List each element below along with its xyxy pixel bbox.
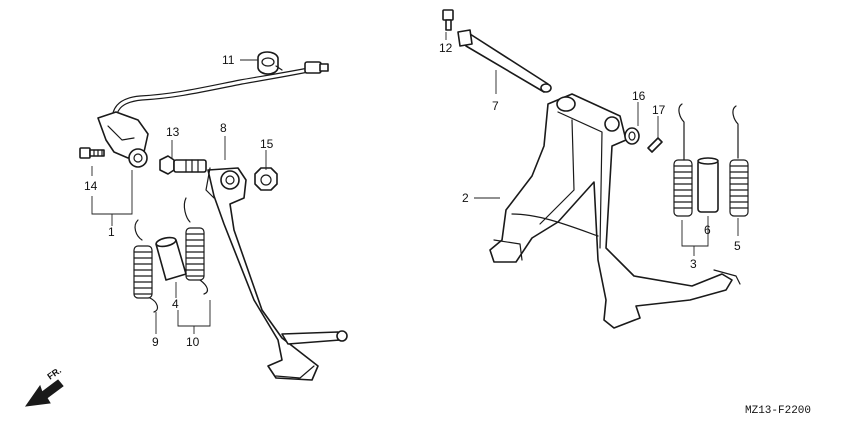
callout-7: 7 [492,99,499,113]
wire-clamp [257,51,283,75]
callout-8: 8 [220,121,227,135]
callout-1: 1 [108,225,115,239]
callout-16: 16 [632,89,646,103]
wire-connector [304,61,322,74]
pivot-bolt [159,155,207,175]
callout-12: 12 [439,41,453,55]
callout-11: 11 [222,53,235,67]
callout-5: 5 [734,239,741,253]
outer-spring [133,219,159,313]
callout-17: 17 [652,103,666,117]
callout-14: 14 [84,179,98,193]
front-direction-indicator: FR. [24,365,64,407]
connector-tip [319,63,329,72]
callout-13: 13 [166,125,180,139]
center-stand-spring-left [673,103,693,217]
switch-bolt [79,147,105,159]
side-stand-switch-harness [97,61,329,168]
diagram-code: MZ13-F2200 [745,405,811,417]
callout-15: 15 [260,137,274,151]
washer [624,127,640,145]
side-stand [205,167,348,381]
center-stand-shaft [457,29,552,93]
center-stand [489,93,741,329]
center-stand-bolt [442,9,454,31]
direction-label: FR. [45,365,63,382]
callout-9: 9 [152,335,159,349]
stand-foot-lever [281,331,341,345]
inner-spring [183,197,209,295]
callout-3: 3 [690,257,697,271]
cotter-pin [647,137,663,153]
callout-4: 4 [172,297,179,311]
leader-lines [91,32,739,334]
callout-6: 6 [704,223,711,237]
center-stand-collar [697,157,719,213]
pivot-nut [254,167,278,191]
arrow-icon [24,379,64,407]
center-stand-spring-right [729,105,749,217]
spring-collar [155,236,187,281]
callout-10: 10 [186,335,200,349]
callout-2: 2 [462,191,469,205]
